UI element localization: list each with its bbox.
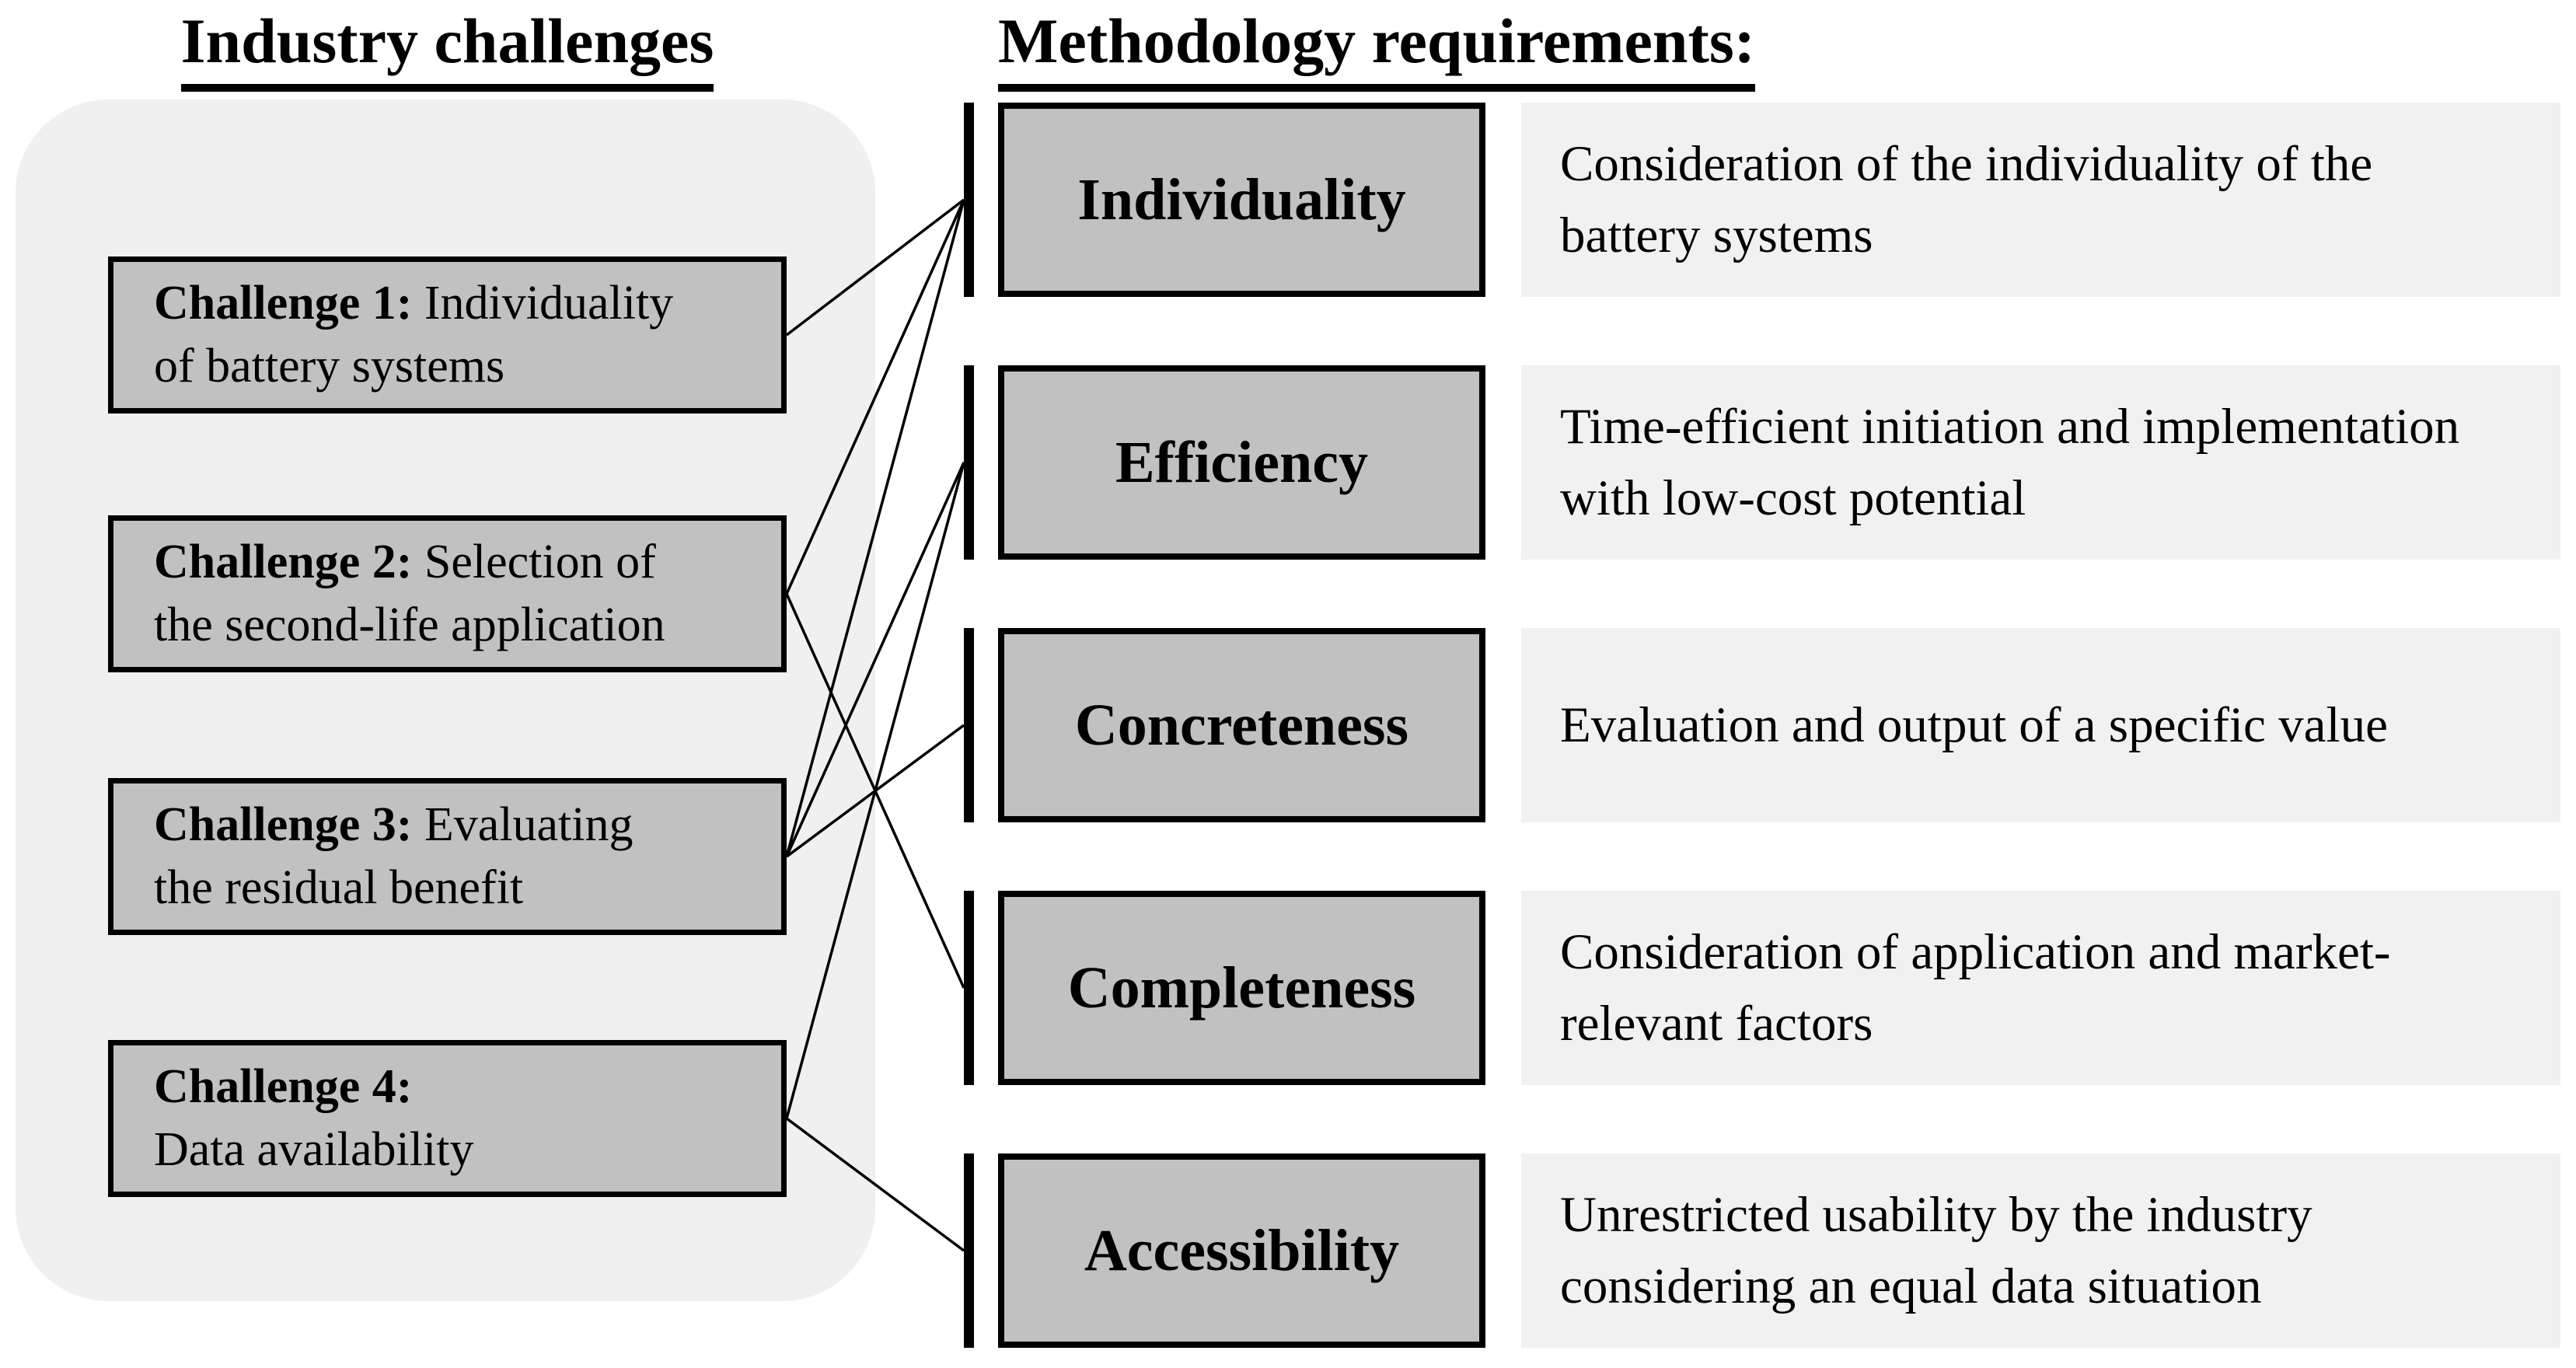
requirement-description-accessibility: Unrestricted usability by the industry c…	[1560, 1186, 2312, 1314]
connection-line-challenge4-efficiency	[785, 462, 965, 1119]
requirement-description-panel-individuality: Consideration of the individuality of th…	[1521, 103, 2560, 297]
requirement-box-completeness: Completeness	[998, 891, 1485, 1085]
challenge-4-line2: Data availability	[154, 1123, 474, 1176]
challenge-box-3: Challenge 3: Evaluating the residual ben…	[108, 778, 787, 935]
requirement-description-concreteness: Evaluation and output of a specific valu…	[1560, 696, 2388, 753]
challenge-box-4: Challenge 4: Data availability	[108, 1040, 787, 1197]
industry-challenges-title-text: Industry challenges	[180, 5, 714, 92]
connection-line-challenge3-individuality	[785, 199, 965, 857]
requirement-bar-completeness	[964, 891, 974, 1085]
challenge-3-line1: Evaluating	[424, 798, 634, 852]
challenge-4-text: Challenge 4: Data availability	[113, 1056, 481, 1181]
requirement-label-individuality: Individuality	[1077, 166, 1406, 232]
requirement-box-accessibility: Accessibility	[998, 1153, 1485, 1348]
challenge-2-text: Challenge 2: Selection of the second-lif…	[113, 531, 673, 656]
requirement-description-panel-accessibility: Unrestricted usability by the industry c…	[1521, 1153, 2560, 1348]
connection-line-challenge3-efficiency	[785, 462, 965, 857]
challenge-box-1: Challenge 1: Individuality of battery sy…	[108, 256, 787, 414]
requirement-bar-individuality	[964, 103, 974, 297]
challenge-1-line2: of battery systems	[154, 340, 505, 393]
connection-line-challenge1-individuality	[785, 198, 965, 337]
requirement-box-concreteness: Concreteness	[998, 628, 1485, 822]
requirement-bar-concreteness	[964, 628, 974, 822]
requirement-label-efficiency: Efficiency	[1115, 429, 1368, 495]
challenge-2-label: Challenge 2:	[154, 536, 413, 589]
challenge-1-label: Challenge 1:	[154, 277, 413, 330]
methodology-requirements-title-text: Methodology requirements:	[998, 5, 1756, 92]
requirement-label-accessibility: Accessibility	[1084, 1217, 1400, 1283]
connection-line-challenge2-individuality	[785, 199, 965, 595]
requirement-box-individuality: Individuality	[998, 103, 1485, 297]
requirement-description-completeness: Consideration of application and market-…	[1560, 923, 2391, 1052]
connection-line-challenge4-accessibility	[785, 1117, 965, 1252]
requirement-box-efficiency: Efficiency	[998, 365, 1485, 560]
challenge-2-line1: Selection of	[424, 536, 656, 589]
challenge-1-line1: Individuality	[424, 277, 674, 330]
requirement-description-individuality: Consideration of the individuality of th…	[1560, 135, 2373, 263]
challenge-3-line2: the residual benefit	[154, 861, 524, 914]
challenge-4-label: Challenge 4:	[154, 1060, 413, 1114]
challenge-3-text: Challenge 3: Evaluating the residual ben…	[113, 794, 641, 919]
requirement-label-completeness: Completeness	[1067, 954, 1416, 1021]
industry-challenges-title: Industry challenges	[108, 5, 787, 92]
challenge-box-2: Challenge 2: Selection of the second-lif…	[108, 515, 787, 672]
challenge-2-line2: the second-life application	[154, 598, 665, 651]
requirement-bar-accessibility	[964, 1153, 974, 1348]
requirement-description-efficiency: Time-efficient initiation and implementa…	[1560, 398, 2460, 526]
requirement-description-panel-concreteness: Evaluation and output of a specific valu…	[1521, 628, 2560, 822]
challenge-3-label: Challenge 3:	[154, 798, 413, 852]
requirement-description-panel-efficiency: Time-efficient initiation and implementa…	[1521, 365, 2560, 560]
requirement-description-panel-completeness: Consideration of application and market-…	[1521, 891, 2560, 1085]
methodology-requirements-title: Methodology requirements:	[998, 5, 1756, 92]
requirement-bar-efficiency	[964, 365, 974, 560]
requirement-label-concreteness: Concreteness	[1074, 692, 1409, 758]
challenge-1-text: Challenge 1: Individuality of battery sy…	[113, 272, 681, 397]
